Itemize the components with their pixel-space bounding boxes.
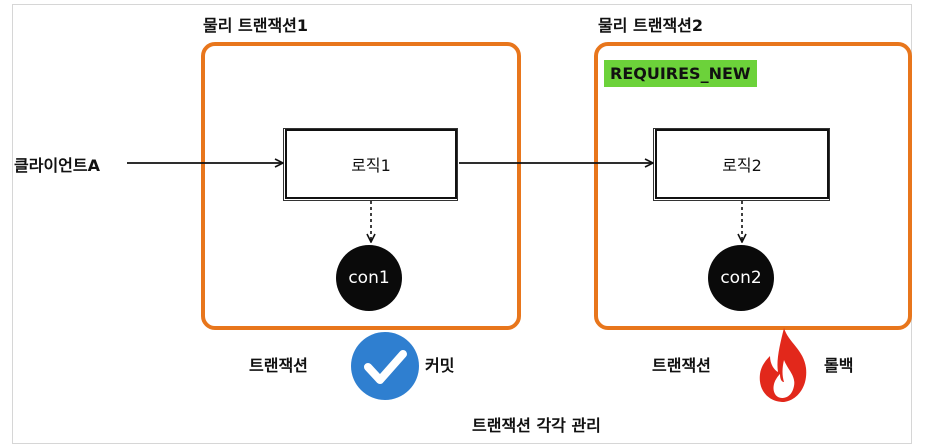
physical-tx-1-box [201, 42, 521, 330]
connection-1: con1 [336, 245, 402, 311]
rollback-label: 롤백 [824, 356, 854, 375]
tx-2-label: 트랜잭션 [652, 356, 711, 375]
logic-1-box: 로직1 [283, 128, 458, 201]
tx-1-label: 트랜잭션 [249, 356, 308, 375]
caption: 트랜잭션 각각 관리 [472, 416, 601, 435]
connection-1-label: con1 [348, 268, 390, 288]
commit-label: 커밋 [425, 356, 455, 375]
connection-2: con2 [708, 245, 774, 311]
check-circle-icon [349, 330, 421, 402]
logic-1-label: 로직1 [351, 156, 391, 175]
connection-2-label: con2 [720, 268, 762, 288]
fire-icon [748, 326, 820, 404]
physical-tx-2-title: 물리 트랜잭션2 [598, 16, 704, 35]
logic-2-label: 로직2 [722, 156, 762, 175]
physical-tx-1-title: 물리 트랜잭션1 [203, 16, 309, 35]
physical-tx-2-box [594, 42, 912, 330]
client-label: 클라이언트A [14, 156, 100, 175]
requires-new-badge: REQUIRES_NEW [604, 60, 757, 87]
